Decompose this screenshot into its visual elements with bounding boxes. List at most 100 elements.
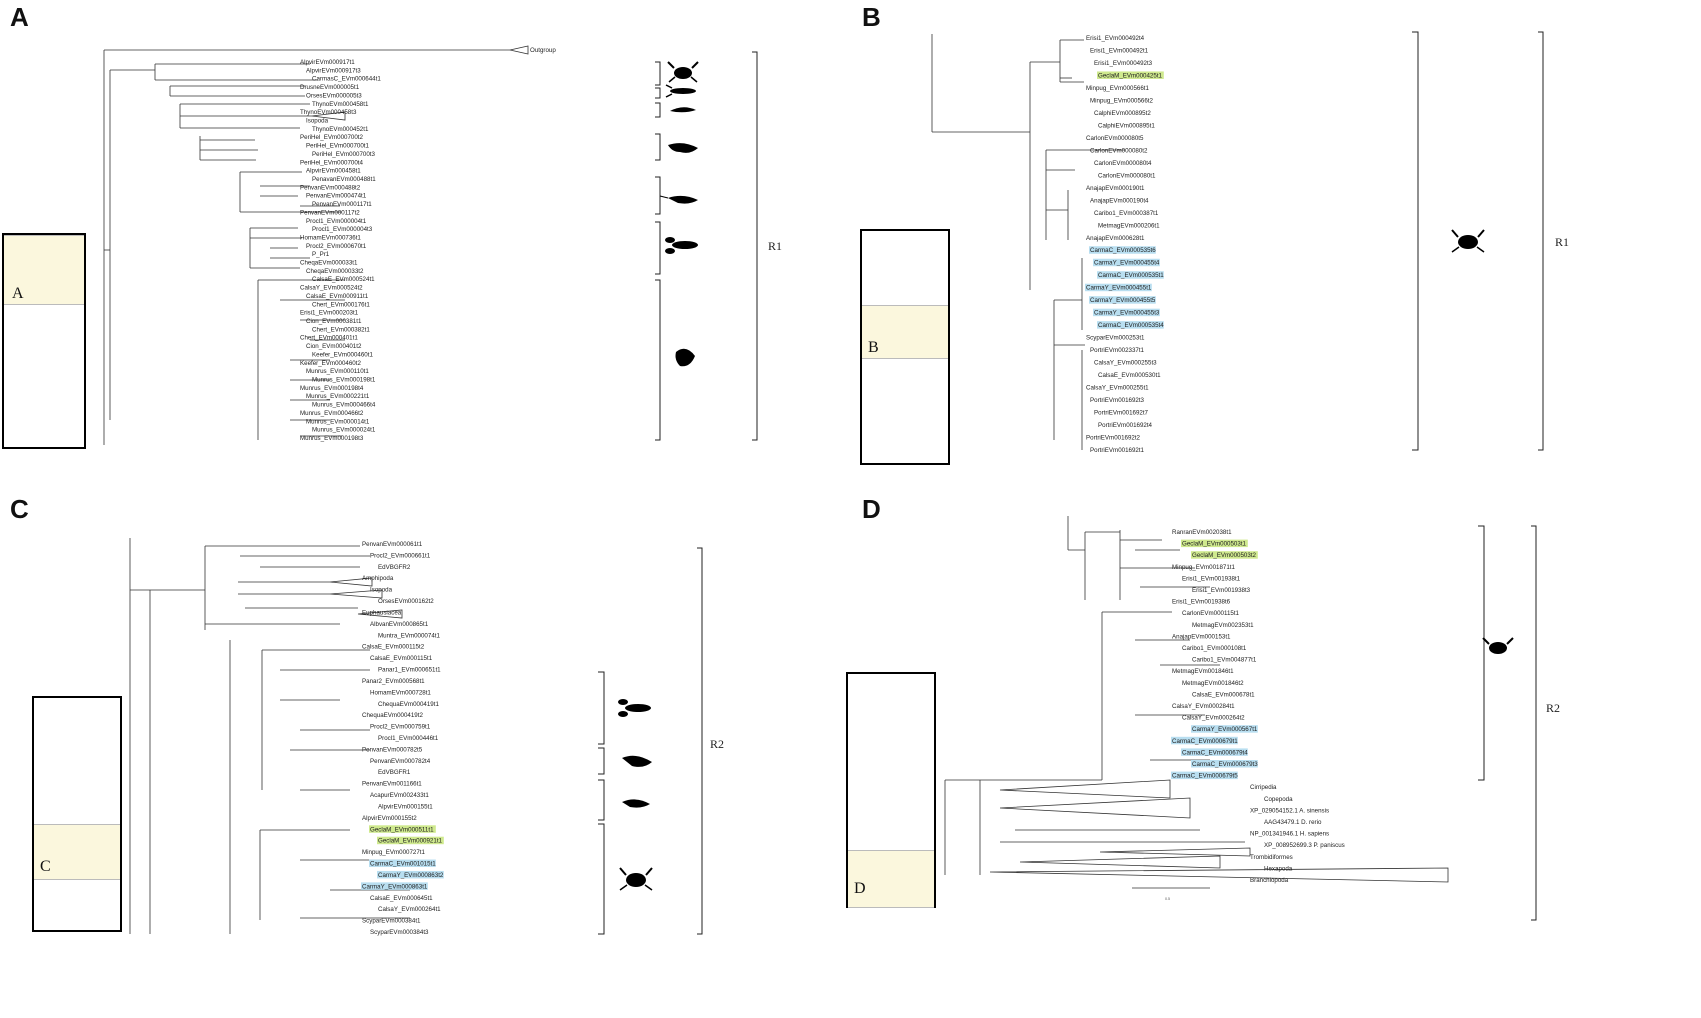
leaf-highlight <box>369 859 436 868</box>
crab-silhouette-icon <box>1451 229 1485 253</box>
leaf-highlight <box>1181 748 1248 756</box>
leaf-label: Chert_EVm000401t1 <box>300 335 358 342</box>
leaf-label: CarlonEVm000080t5 <box>1086 135 1144 142</box>
leaf-label: PortriEVm001692t2 <box>1086 435 1141 442</box>
leaf-label: PenvanEVm000061t1 <box>362 541 423 548</box>
leaf-label: Muntra_EVm000074t1 <box>378 632 440 639</box>
leaf-label: Branchiopoda <box>1250 877 1289 884</box>
leaf-label: Procl1_EVm000004t3 <box>312 226 373 233</box>
leaf-label: CalsaY_EVm000255t1 <box>1086 385 1149 392</box>
leaf-label: ScyparEVm000384t1 <box>362 918 421 925</box>
leaf-label: Munrus_EVm000466t2 <box>300 410 364 417</box>
leaf-label: CalsaE_EVm000645t1 <box>370 895 433 902</box>
panel-b-overview-thumbnail[interactable]: B <box>860 229 950 465</box>
leaf-label: Amphipoda <box>362 575 394 582</box>
leaf-label: Chert_EVm000176t1 <box>312 301 370 308</box>
panel-a: A A <box>0 0 850 470</box>
leaf-label: Minpug_EVm000566t1 <box>1086 85 1150 92</box>
leaf-label: GeclaM_EVm000511t1 <box>370 826 434 833</box>
leaf-label: ChequaEVm000419t1 <box>378 701 439 708</box>
leaf-label: PortriEVm001692t1 <box>1090 447 1145 454</box>
leaf-label: PeriHel_EVm000700t3 <box>312 151 376 158</box>
panel-a-overview-thumbnail[interactable]: A <box>2 233 86 449</box>
crayfish-silhouette-icon <box>618 699 651 717</box>
leaf-label: ChequaEVm000419t2 <box>362 712 423 719</box>
leaf-label: Procl2_EVm000670t1 <box>306 243 367 250</box>
leaf-label: Cirripedia <box>1250 784 1277 791</box>
crab-silhouette-icon <box>667 61 699 83</box>
leaf-label: CheqaEVm000033t2 <box>306 268 364 275</box>
panel-a-tree: Outgroup AlpvirEVm000917t1AlpvirEVm00091… <box>103 45 782 445</box>
leaf-label: Munrus_EVm000198t4 <box>300 385 364 392</box>
leaf-label: CarmaC_EVm001015t1 <box>370 861 436 868</box>
prawn-silhouette-icon <box>622 799 650 808</box>
leaf-label: Cion_EVm000381t1 <box>306 318 362 325</box>
panel-c-crayfish-bracket <box>598 671 605 745</box>
leaf-label: Procl2_EVm000759t1 <box>370 724 431 731</box>
leaf-label: MetmagEVm001846t1 <box>1172 668 1234 675</box>
panel-d-leaf-labels: RanranEVm002038t1GeclaM_EVm000503t1Gecla… <box>1171 529 1345 884</box>
panel-c-overview-letter: C <box>40 858 51 875</box>
leaf-label: Cion_EVm000401t2 <box>306 343 362 350</box>
leaf-label: Minpug_EVm000727t1 <box>362 849 426 856</box>
leaf-highlight <box>1181 539 1248 548</box>
panel-a-overview-letter: A <box>12 285 24 302</box>
leaf-highlight <box>377 870 444 879</box>
panel-c-letter: C <box>10 494 29 524</box>
leaf-label: PenvanEVm000488t2 <box>300 184 361 191</box>
leaf-label: AcapurEVm002433t1 <box>370 792 429 799</box>
leaf-label: CalsaY_EVm000524t2 <box>300 285 363 292</box>
leaf-label: Erisi1_EVm001938t3 <box>1192 587 1251 594</box>
leaf-label: CalsaY_EVm000255t3 <box>1094 360 1157 367</box>
panel-d-overview-thumbnail[interactable]: D <box>846 672 936 908</box>
panel-b-r1-bracket <box>1538 31 1544 451</box>
leaf-label: GeclaM_EVm000425t1 <box>1098 72 1163 79</box>
leaf-label: CarmaY_EVm000455t1 <box>1086 285 1152 292</box>
panel-c-overview-thumbnail[interactable]: C <box>32 696 122 932</box>
leaf-label: GeclaM_EVm000503t2 <box>1192 552 1257 559</box>
leaf-label: AnajapEVm000153t1 <box>1172 633 1231 640</box>
leaf-highlight <box>361 882 428 890</box>
leaf-label: Panar2_EVm000568t1 <box>362 678 425 685</box>
lobster-silhouette-icon <box>665 84 696 98</box>
panel-d-tree: RanranEVm002038t1GeclaM_EVm000503t1Gecla… <box>944 516 1560 921</box>
panel-d-scale-label: 0.5 <box>1165 897 1170 901</box>
leaf-label: XP_008952699.3 P. paniscus <box>1264 842 1345 849</box>
panel-a-region-label: R1 <box>768 239 782 253</box>
crab-silhouette-icon <box>1482 637 1514 654</box>
leaf-label: AnajapEVm000190t1 <box>1086 185 1145 192</box>
leaf-label: Procl1_EVm000446t1 <box>378 735 439 742</box>
leaf-label: OrsesEVm000005t3 <box>306 92 362 99</box>
leaf-label: CarmaC_EVm000679t1 <box>1172 738 1238 745</box>
leaf-label: AlpvirEVm000155t2 <box>362 815 417 822</box>
leaf-label: PenvanEVm000782t5 <box>362 746 423 753</box>
leaf-label: RanranEVm002038t1 <box>1172 529 1232 536</box>
leaf-highlight <box>1093 308 1160 317</box>
panel-c-tree: PenvanEVm000061t1Procl2_EVm000661t1EdVBG… <box>129 538 724 936</box>
leaf-label: Procl2_EVm000661t1 <box>370 552 431 559</box>
leaf-label: CalsaE_EVm000678t1 <box>1192 691 1255 698</box>
panel-d-overview-highlight <box>848 850 934 908</box>
panel-c-prawn-bracket <box>598 779 605 821</box>
leaf-label: CarmaY_EVm000567t1 <box>1192 726 1258 733</box>
leaf-label: AAG43479.1 D. rerio <box>1264 819 1322 826</box>
leaf-label: CarmaC_EVm000679t3 <box>1192 761 1258 768</box>
leaf-label: HomamEVm000728t1 <box>370 689 431 696</box>
leaf-label: AnajapEVm000628t1 <box>1086 235 1145 242</box>
panel-b-crab-bracket <box>1412 31 1419 451</box>
leaf-label: Caribo1_EVm000387t1 <box>1094 210 1159 217</box>
panel-d-r2-bracket <box>1531 525 1537 921</box>
panel-b-letter: B <box>862 2 881 32</box>
leaf-label: CarlonEVm000080t1 <box>1098 172 1156 179</box>
leaf-label: Copepoda <box>1264 796 1293 803</box>
leaf-label: Munrus_EVm000221t1 <box>306 393 370 400</box>
leaf-label: Munrus_EVm000024t1 <box>312 427 376 434</box>
leaf-label: MetmagEVm002353t1 <box>1192 622 1254 629</box>
leaf-label: CalsaY_EVm000264t1 <box>378 906 441 913</box>
leaf-label: CalsaE_EVm000524t1 <box>312 276 375 283</box>
leaf-label: NP_001341946.1 H. sapiens <box>1250 831 1329 838</box>
panel-b-tree: Erisi1_EVm000492t4Erisi1_EVm000492t1Eris… <box>931 31 1569 454</box>
leaf-label: PortriEVm001692t7 <box>1094 410 1149 417</box>
leaf-label: CheqaEVm000033t1 <box>300 260 358 267</box>
